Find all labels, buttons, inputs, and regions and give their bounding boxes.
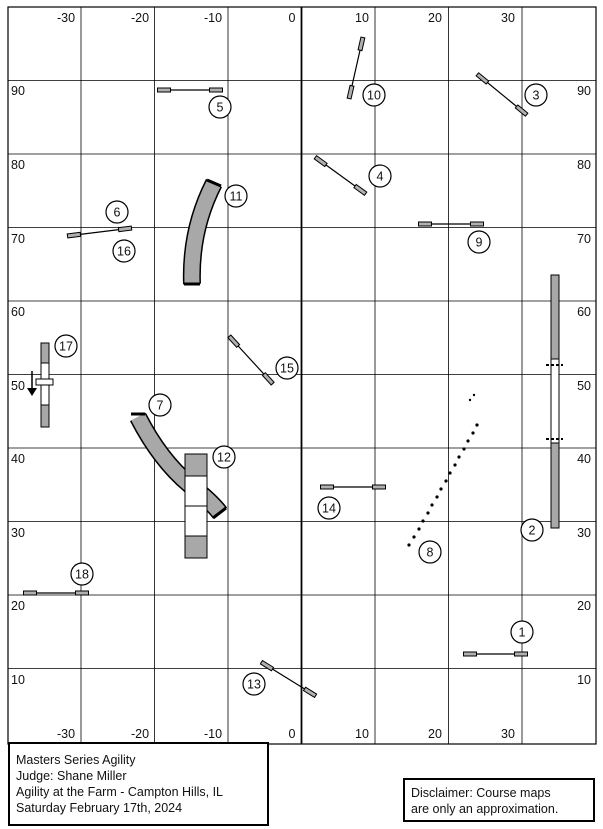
- obstacle-label-1: 1: [510, 620, 534, 644]
- obstacle-label-15: 15: [275, 356, 299, 380]
- obstacle-label-17: 17: [54, 334, 78, 358]
- obstacle-label-8: 8: [418, 540, 442, 564]
- obstacle-label-14: 14: [317, 496, 341, 520]
- jump: [259, 659, 318, 699]
- y-tick-right: 70: [577, 232, 591, 246]
- obstacle-label-18: 18: [70, 562, 94, 586]
- y-tick-right: 30: [577, 526, 591, 540]
- tunnel-11: [184, 179, 221, 285]
- jump: [346, 36, 366, 100]
- obstacle-number: 11: [230, 190, 243, 204]
- obstacle-number: 14: [322, 502, 336, 516]
- y-tick-left: 50: [11, 379, 25, 393]
- obstacle-label-4: 4: [368, 164, 392, 188]
- y-tick-right: 90: [577, 84, 591, 98]
- y-tick-right: 20: [577, 599, 591, 613]
- obstacle-label-13: 13: [242, 672, 266, 696]
- obstacle-label-11: 11: [224, 184, 248, 208]
- x-tick-bottom: 20: [428, 727, 442, 741]
- obstacle-label-3: 3: [524, 83, 548, 107]
- x-tick-top: -30: [57, 11, 75, 25]
- jump: [227, 334, 275, 386]
- obstacle-number: 3: [533, 89, 540, 103]
- y-tick-left: 80: [11, 158, 25, 172]
- jump: [313, 154, 368, 197]
- obstacle-number: 13: [247, 678, 261, 692]
- y-tick-right: 40: [577, 452, 591, 466]
- x-tick-top: -20: [131, 11, 149, 25]
- obstacle-label-12: 12: [212, 445, 236, 469]
- course-judge: Judge: Shane Miller: [16, 769, 127, 783]
- obstacle-number: 15: [280, 362, 294, 376]
- disclaimer-line-2: are only an approximation.: [411, 802, 559, 816]
- disclaimer-line-1: Disclaimer: Course maps: [411, 786, 551, 800]
- x-tick-top: -10: [204, 11, 222, 25]
- obstacle-label-10: 10: [362, 83, 386, 107]
- obstacle-label-16: 16: [112, 239, 136, 263]
- jump: [66, 225, 133, 239]
- dog-walk-2: [546, 274, 563, 529]
- table-17: [35, 342, 54, 428]
- y-tick-left: 30: [11, 526, 25, 540]
- x-tick-bottom: 30: [501, 727, 515, 741]
- y-tick-left: 40: [11, 452, 25, 466]
- y-tick-left: 90: [11, 84, 25, 98]
- x-tick-bottom: -20: [131, 727, 149, 741]
- x-tick-top: 0: [289, 11, 296, 25]
- a-frame-12: [184, 453, 208, 559]
- obstacle-label-2: 2: [520, 518, 544, 542]
- course-title: Masters Series Agility: [16, 753, 136, 767]
- y-tick-right: 10: [577, 673, 591, 687]
- course-info-box: Masters Series Agility Judge: Shane Mill…: [8, 742, 269, 826]
- obstacle-number: 10: [367, 89, 381, 103]
- obstacle-number: 5: [217, 101, 224, 115]
- obstacle-number: 2: [529, 524, 536, 538]
- obstacle-number: 18: [75, 568, 89, 582]
- obstacle-number: 9: [476, 236, 483, 250]
- x-tick-top: 30: [501, 11, 515, 25]
- obstacle-label-6: 6: [105, 200, 129, 224]
- obstacle-label-5: 5: [208, 95, 232, 119]
- jump: [475, 72, 529, 117]
- y-tick-right: 80: [577, 158, 591, 172]
- obstacle-number: 6: [114, 206, 121, 220]
- obstacle-number: 7: [157, 399, 164, 413]
- obstacle-number: 8: [427, 546, 434, 560]
- obstacle-number: 16: [117, 245, 131, 259]
- obstacle-number: 4: [377, 170, 384, 184]
- course-date: Saturday February 17th, 2024: [16, 801, 183, 815]
- y-tick-left: 60: [11, 305, 25, 319]
- arrow-down-icon: [27, 371, 37, 396]
- obstacle-label-9: 9: [467, 230, 491, 254]
- obstacle-number: 12: [217, 451, 231, 465]
- y-tick-left: 20: [11, 599, 25, 613]
- obstacle-number: 1: [519, 626, 526, 640]
- obstacle-number: 17: [59, 340, 73, 354]
- disclaimer-box: Disclaimer: Course maps are only an appr…: [403, 778, 595, 822]
- y-tick-right: 50: [577, 379, 591, 393]
- x-tick-bottom: 0: [289, 727, 296, 741]
- x-tick-top: 10: [355, 11, 369, 25]
- y-tick-left: 70: [11, 232, 25, 246]
- obstacle-label-7: 7: [148, 393, 172, 417]
- jumps: [23, 36, 529, 699]
- course-venue: Agility at the Farm - Campton Hills, IL: [16, 785, 224, 799]
- y-tick-right: 60: [577, 305, 591, 319]
- x-tick-bottom: -30: [57, 727, 75, 741]
- y-tick-left: 10: [11, 673, 25, 687]
- x-tick-bottom: -10: [204, 727, 222, 741]
- weave-poles-8: [407, 393, 479, 547]
- x-tick-bottom: 10: [355, 727, 369, 741]
- x-tick-top: 20: [428, 11, 442, 25]
